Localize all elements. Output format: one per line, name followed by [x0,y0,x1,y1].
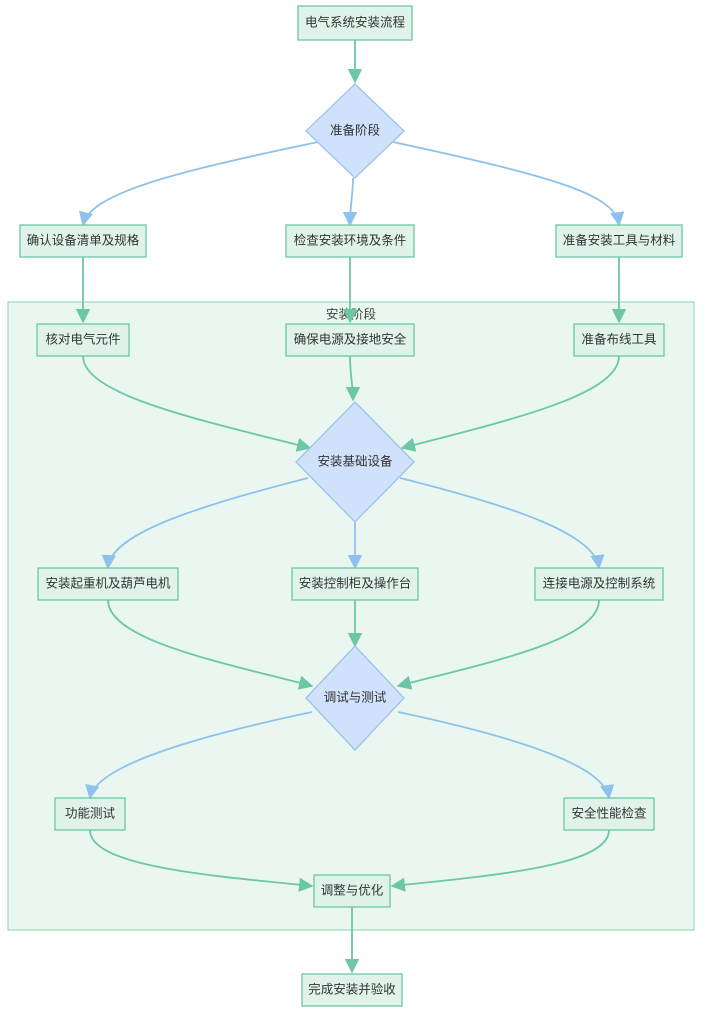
node-func-test[interactable]: 功能测试 [54,797,126,831]
node-ensure-power[interactable]: 确保电源及接地安全 [285,323,415,357]
edge-base-connect [399,477,605,570]
node-connect-power-label: 连接电源及控制系统 [543,576,656,591]
node-base-install[interactable]: 安装基础设备 [295,401,415,523]
node-check-env-label: 检查安装环境及条件 [294,233,407,248]
node-confirm-list[interactable]: 确认设备清单及规格 [19,224,147,258]
edge-base-crane [101,477,309,570]
node-prep-tools[interactable]: 准备安装工具与材料 [555,224,683,258]
node-safety-check[interactable]: 安全性能检查 [563,797,655,831]
edge-prep-check [342,177,358,227]
edge-func-adjust [89,829,314,892]
node-start[interactable]: 电气系统安装流程 [297,5,413,41]
node-finish[interactable]: 完成安装并验收 [301,973,403,1007]
edge-safety-adjust [390,829,610,892]
edge-connect-debug [396,599,600,690]
node-prep-tools-label: 准备安装工具与材料 [563,233,676,248]
node-adjust-label: 调整与优化 [321,883,384,898]
edge-crane-debug [107,599,314,690]
node-console-install[interactable]: 安装控制柜及操作台 [291,567,419,601]
node-adjust[interactable]: 调整与优化 [313,874,391,908]
node-debug-test-label: 调试与测试 [324,690,387,705]
edge-verify-base [82,355,312,452]
node-func-test-label: 功能测试 [65,806,116,821]
edges [75,40,627,974]
edge-prep-confirm [78,141,319,227]
edge-prep-tools [392,141,625,227]
node-prep-label: 准备阶段 [330,123,380,138]
node-confirm-list-label: 确认设备清单及规格 [27,233,140,248]
node-connect-power[interactable]: 连接电源及控制系统 [534,567,664,601]
node-base-install-label: 安装基础设备 [317,454,393,469]
node-crane-install-label: 安装起重机及葫芦电机 [45,576,171,591]
node-wiring-tools-label: 准备布线工具 [581,332,657,347]
edge-ensure-base [345,355,361,402]
nodes: 电气系统安装流程 准备阶段 确认设备清单及规格 检查安装环境及条件 准备安装工具… [19,5,683,1007]
node-console-install-label: 安装控制柜及操作台 [299,576,412,591]
edge-debug-safety [397,711,615,800]
edge-debug-func [85,711,313,800]
node-verify-parts[interactable]: 核对电气元件 [36,323,130,357]
node-finish-label: 完成安装并验收 [308,982,396,997]
group-install-phase-label: 安装阶段 [326,307,376,322]
group-install-phase: 安装阶段 [7,301,695,931]
edge-wiring-base [400,355,620,452]
node-verify-parts-label: 核对电气元件 [45,332,120,347]
node-wiring-tools[interactable]: 准备布线工具 [573,323,665,357]
group-install-phase-box [7,301,695,931]
node-safety-check-label: 安全性能检查 [571,806,647,821]
node-debug-test[interactable]: 调试与测试 [305,645,405,751]
node-check-env[interactable]: 检查安装环境及条件 [285,224,415,258]
node-ensure-power-label: 确保电源及接地安全 [294,332,407,347]
node-prep[interactable]: 准备阶段 [305,83,405,179]
node-start-label: 电气系统安装流程 [305,15,406,30]
node-crane-install[interactable]: 安装起重机及葫芦电机 [37,567,179,601]
